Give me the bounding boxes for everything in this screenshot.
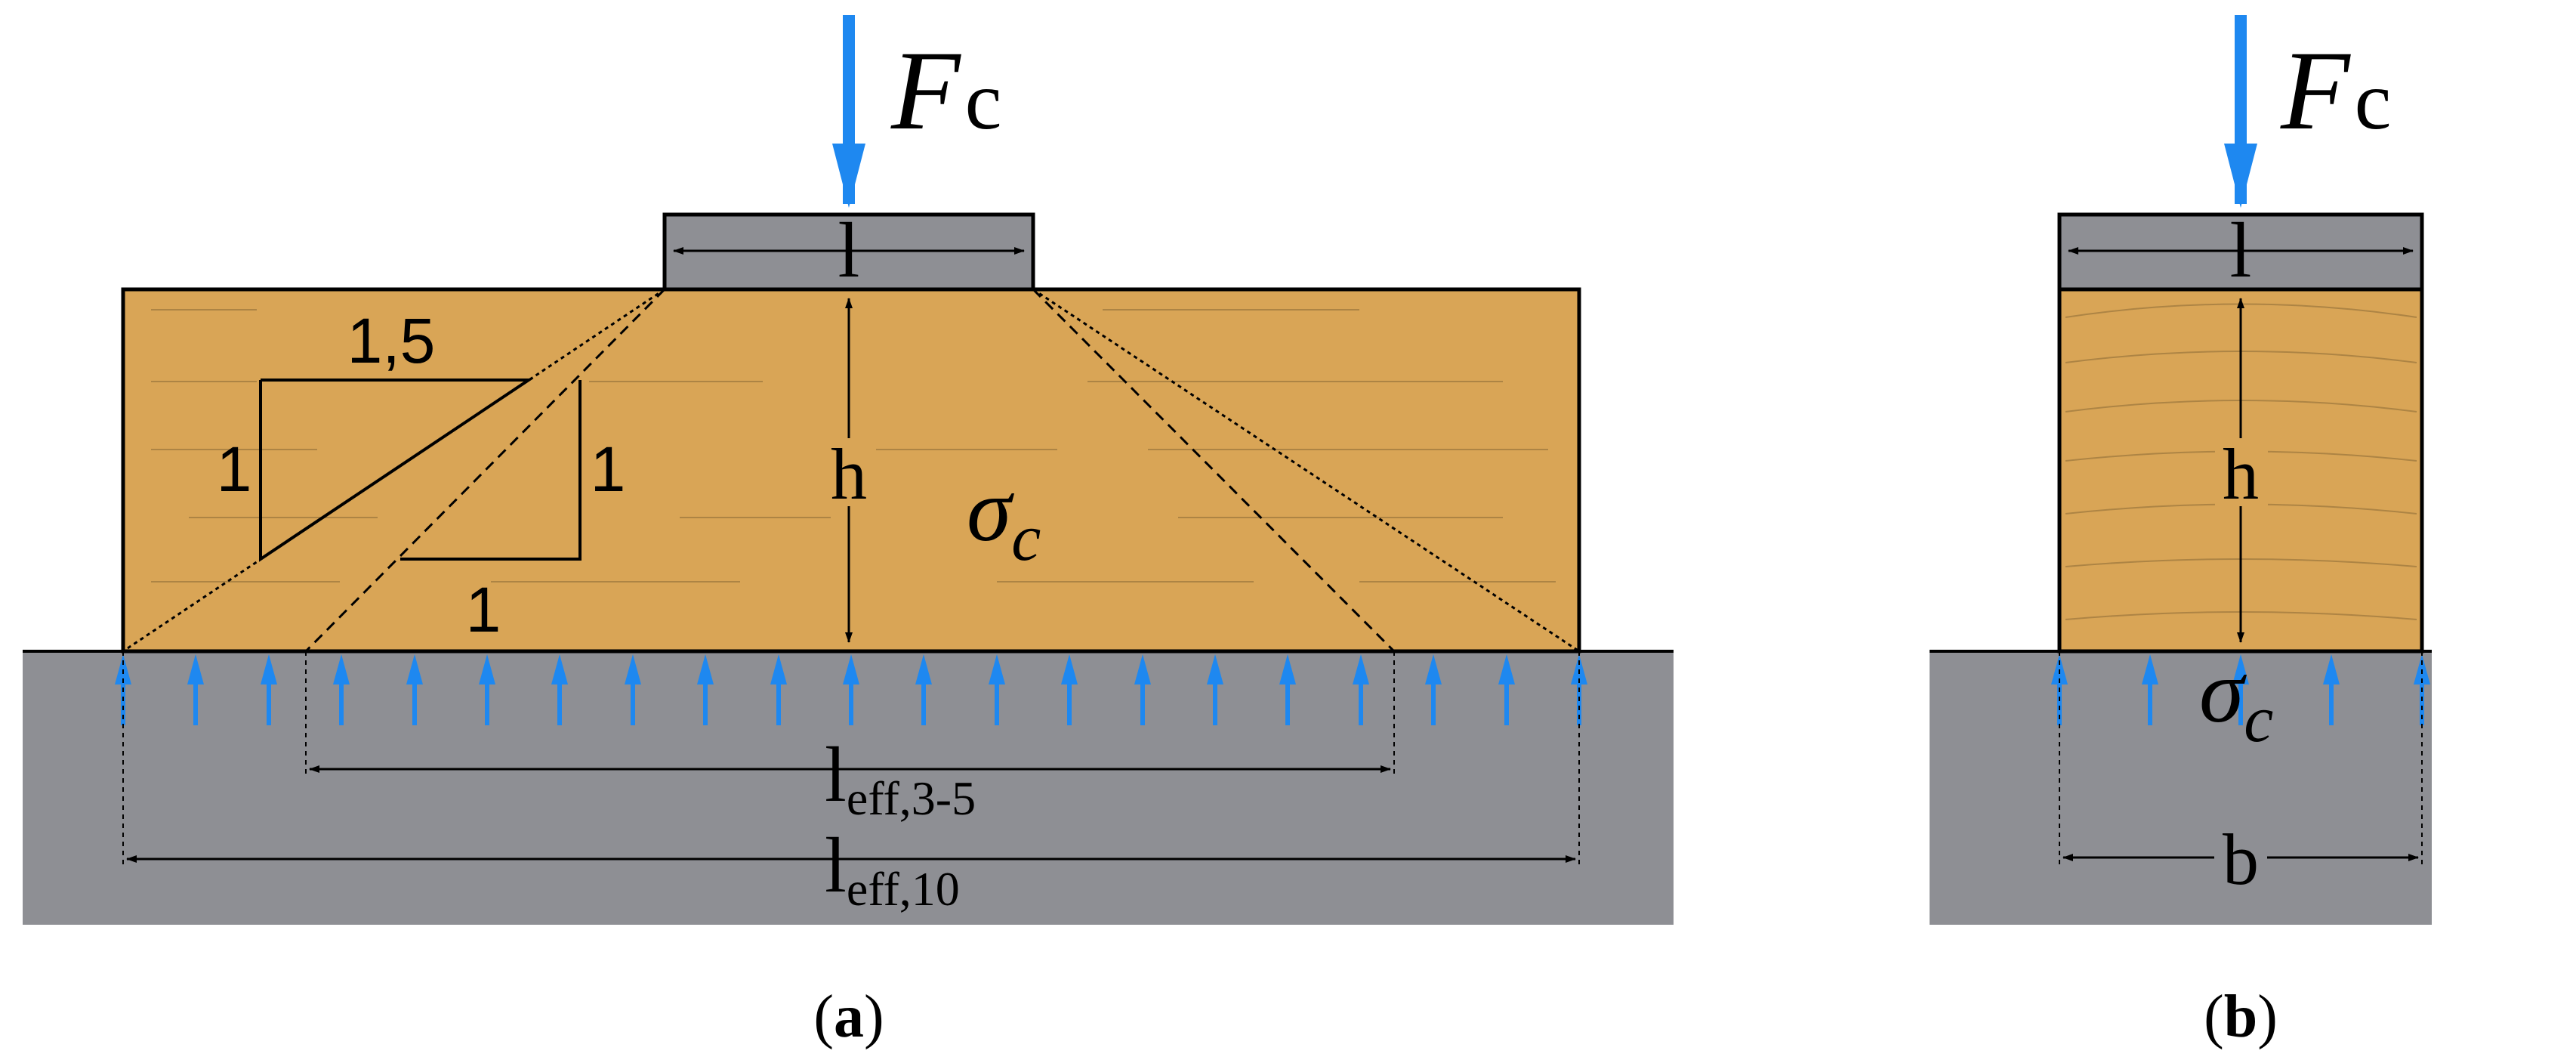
slope-right-label: 1	[591, 434, 626, 505]
plate-width-label-a: l	[838, 207, 860, 294]
panel-b: l Fc h σc b (b)	[1930, 15, 2432, 1050]
reaction-arrow-b-head-2	[2232, 654, 2249, 684]
slope-triangle-1-5	[259, 379, 534, 562]
height-label-b: h	[2223, 434, 2259, 515]
reaction-arrow-a-head-8	[697, 654, 714, 684]
reaction-arrow-a-head-17	[1353, 654, 1369, 684]
plate-width-label-b: l	[2230, 207, 2252, 294]
reaction-arrow-b-head-3	[2323, 654, 2340, 684]
reaction-arrow-a-head-18	[1425, 654, 1442, 684]
reaction-arrow-a-head-7	[625, 654, 641, 684]
reaction-arrow-b-head-1	[2142, 654, 2158, 684]
base-width-label-bg	[2214, 831, 2267, 884]
reaction-arrow-a-head-3	[333, 654, 350, 684]
reaction-arrow-a-head-10	[843, 654, 859, 684]
spread-line-10-right	[1032, 288, 1580, 653]
reaction-arrow-a-head-16	[1279, 654, 1296, 684]
reaction-arrow-a-head-11	[915, 654, 932, 684]
force-label-a: Fc	[890, 28, 1001, 153]
reaction-arrow-a-head-12	[989, 654, 1005, 684]
height-label-bg-a	[823, 438, 876, 506]
force-arrow-head-a	[832, 144, 865, 208]
reaction-arrow-a-head-2	[261, 654, 277, 684]
spread-line-35-left	[304, 288, 666, 653]
reaction-arrow-a-head-19	[1498, 654, 1515, 684]
height-label-bg-b	[2215, 438, 2268, 506]
stress-label-b: σc	[2199, 641, 2273, 756]
base-width-label: b	[2223, 819, 2259, 900]
reaction-arrow-a-head-14	[1134, 654, 1151, 684]
reaction-arrow-a-head-13	[1061, 654, 1078, 684]
reaction-arrow-a-head-15	[1207, 654, 1223, 684]
slope-left-label: 1	[217, 434, 252, 505]
wood-grain-lines-a	[151, 309, 1556, 582]
leff10-label: leff,10	[825, 822, 960, 916]
reaction-arrow-a-head-4	[406, 654, 423, 684]
panel-a: 1,5 1 1 1 l Fc h σc leff,3-5	[23, 15, 1674, 1050]
slope-top-label: 1,5	[347, 305, 436, 376]
caption-a: (a)	[813, 984, 884, 1050]
spread-line-35-right	[1032, 288, 1396, 653]
leff35-label: leff,3-5	[825, 731, 976, 825]
stress-label-a: σc	[967, 459, 1041, 575]
force-arrow-head-b	[2224, 144, 2257, 208]
height-label-a: h	[831, 434, 867, 515]
reaction-arrow-a-head-9	[770, 654, 787, 684]
caption-b: (b)	[2204, 984, 2278, 1050]
support-base-a	[23, 651, 1674, 925]
reaction-arrow-a-head-1	[187, 654, 204, 684]
reaction-arrow-a-head-5	[479, 654, 495, 684]
slope-triangle-1-1	[400, 380, 582, 561]
force-label-b: Fc	[2280, 28, 2391, 153]
reaction-arrow-a-head-6	[551, 654, 568, 684]
slope-bottom-label: 1	[466, 574, 501, 645]
support-base-b	[1930, 651, 2432, 925]
